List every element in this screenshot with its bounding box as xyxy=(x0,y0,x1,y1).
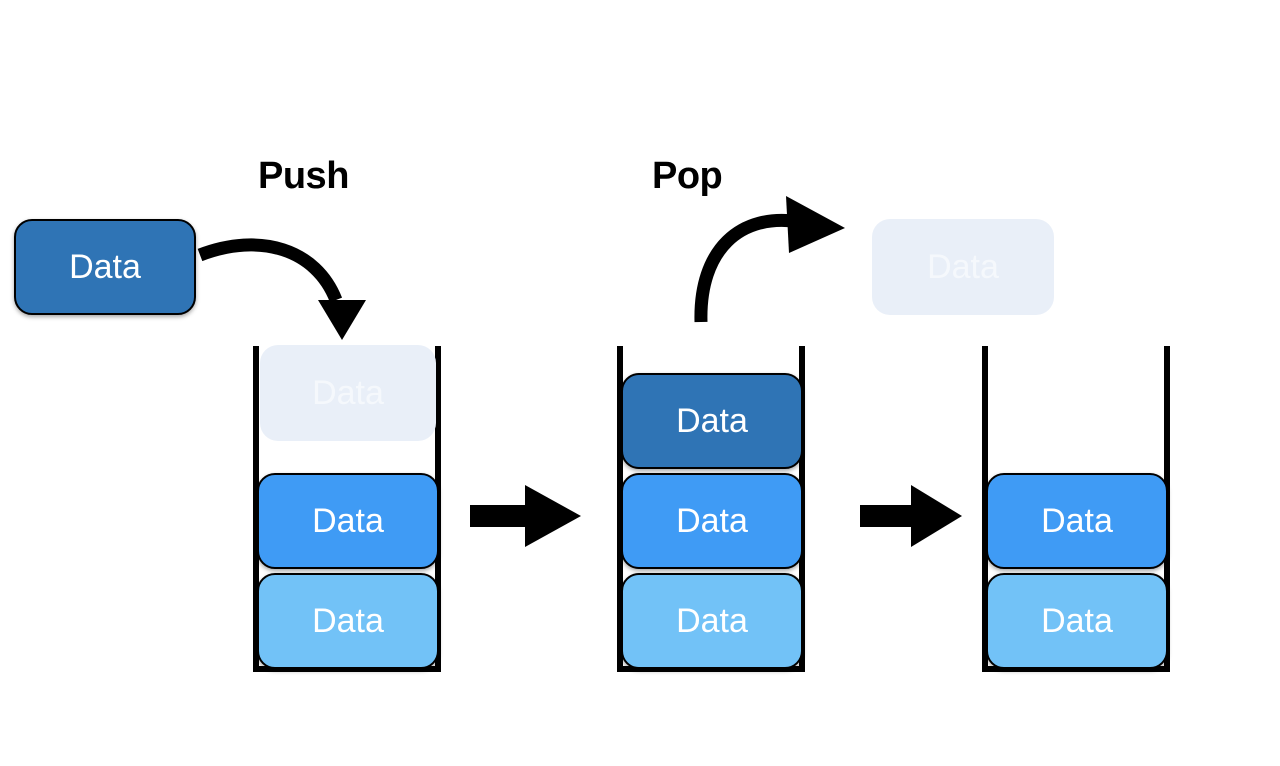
push-label: Push xyxy=(258,155,349,197)
stack-3-slot-2[interactable]: Data xyxy=(986,573,1168,669)
transition-arrow-1 xyxy=(470,485,581,547)
stack-1-slot-1-label: Data xyxy=(312,502,384,540)
pop-arrow xyxy=(694,196,845,323)
stack-2-left-wall xyxy=(617,346,623,672)
stack-2-slot-2-label: Data xyxy=(676,602,748,640)
pop-label: Pop xyxy=(652,155,723,197)
stack-2-slot-0[interactable]: Data xyxy=(621,373,803,469)
stack-3-bottom-wall xyxy=(982,666,1170,672)
stack-2-bottom-wall xyxy=(617,666,805,672)
stack-3-slot-1-label: Data xyxy=(1041,502,1113,540)
stack-3-left-wall xyxy=(982,346,988,672)
stack-1-slot-2-label: Data xyxy=(312,602,384,640)
popped-data-box: Data xyxy=(872,219,1054,315)
stack-1-left-wall xyxy=(253,346,259,672)
push-arrow xyxy=(197,238,366,340)
stack-1-slot-2[interactable]: Data xyxy=(257,573,439,669)
stack-2-slot-1-label: Data xyxy=(676,502,748,540)
source-data-box-label: Data xyxy=(69,248,141,286)
stack-1-bottom-wall xyxy=(253,666,441,672)
source-data-box[interactable]: Data xyxy=(14,219,196,315)
stack-3-slot-2-label: Data xyxy=(1041,602,1113,640)
stack-2-slot-0-label: Data xyxy=(676,402,748,440)
stack-1-slot-1[interactable]: Data xyxy=(257,473,439,569)
stack-3-slot-1[interactable]: Data xyxy=(986,473,1168,569)
stack-1-slot-0: Data xyxy=(260,345,436,441)
stack-1-slot-0-label: Data xyxy=(312,374,384,412)
popped-data-box-label: Data xyxy=(927,248,999,286)
stack-2-slot-2[interactable]: Data xyxy=(621,573,803,669)
stack-3-slot-0-empty xyxy=(986,373,1168,469)
stack-2-slot-1[interactable]: Data xyxy=(621,473,803,569)
transition-arrow-2 xyxy=(860,485,962,547)
